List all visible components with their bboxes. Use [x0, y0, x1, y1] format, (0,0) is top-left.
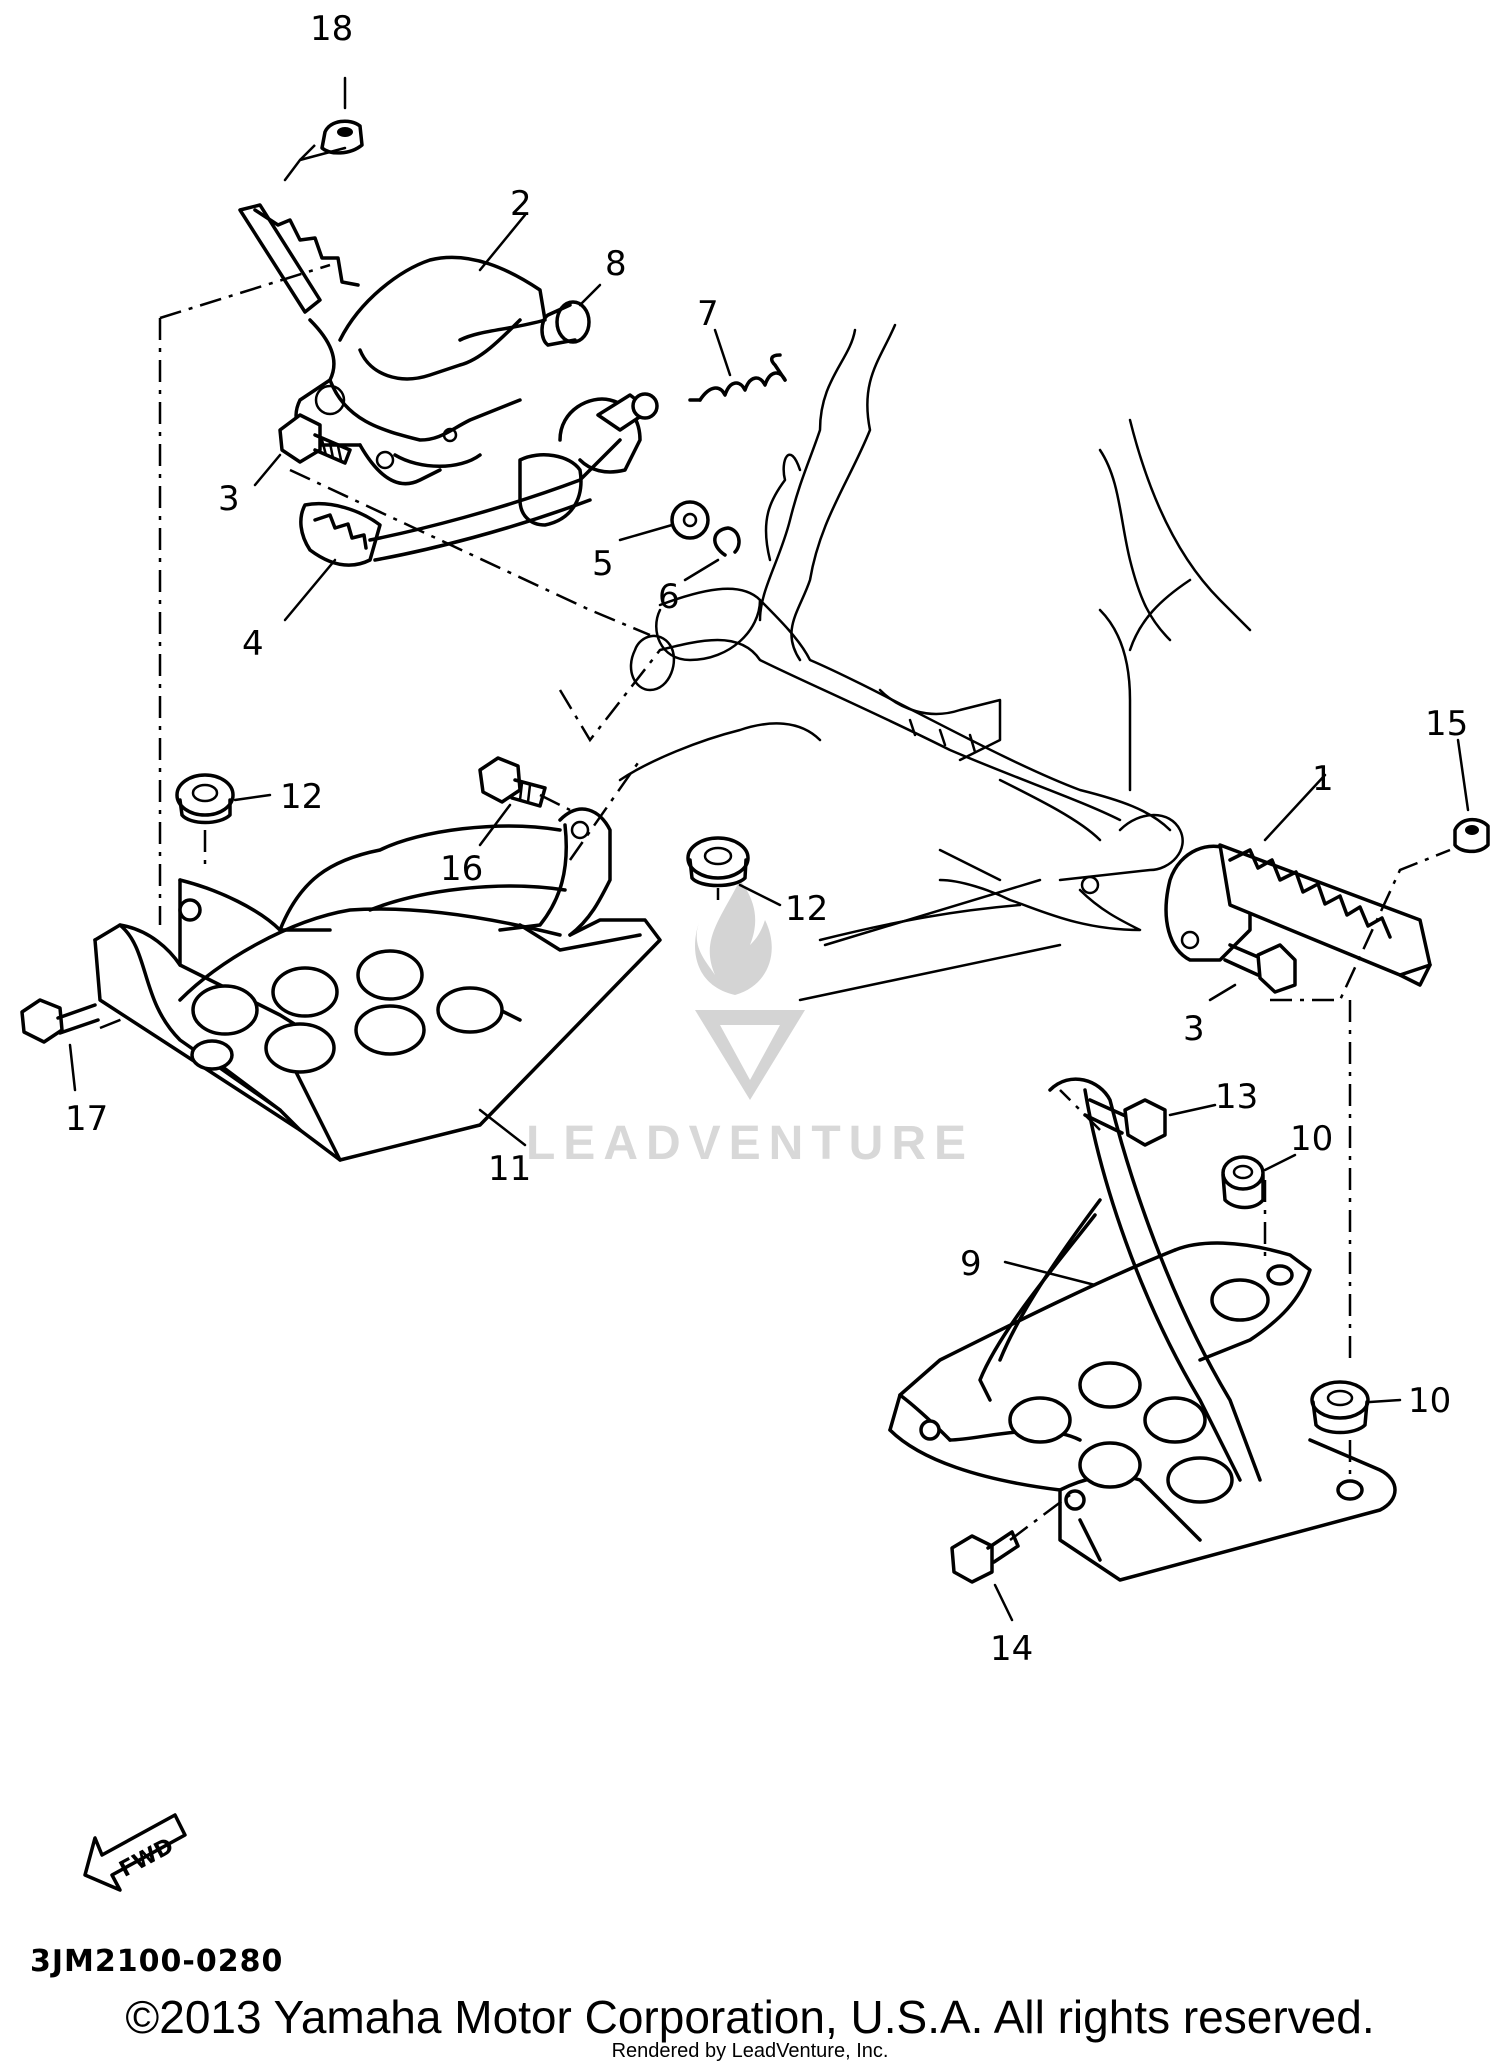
- watermark-text: LEADVENTURE: [525, 1117, 975, 1170]
- label-part-12-left: 12: [280, 777, 323, 817]
- frame-outline: [289, 323, 1252, 1002]
- copyright-notice: ©2013 Yamaha Motor Corporation, U.S.A. A…: [125, 1991, 1375, 2043]
- part-8-collar: [540, 300, 591, 347]
- label-part-7: 7: [697, 294, 719, 334]
- part-11-left-skid-plate: [93, 807, 662, 1162]
- label-part-12-center: 12: [785, 889, 828, 929]
- label-part-5: 5: [592, 544, 614, 584]
- part-4-brake-pedal: [299, 392, 659, 567]
- part-5-washer: [670, 500, 710, 540]
- label-part-14: 14: [990, 1629, 1033, 1669]
- label-part-10-upper: 10: [1290, 1119, 1333, 1159]
- label-part-1: 1: [1312, 759, 1334, 799]
- part-16-bolt: [478, 756, 547, 808]
- label-part-18: 18: [310, 9, 353, 49]
- watermark-logo: [695, 880, 805, 1100]
- leader-lines: [68, 76, 1470, 1622]
- part-14-bolt: [950, 1530, 1020, 1584]
- label-part-2: 2: [510, 184, 532, 224]
- fwd-arrow-icon: FWD: [83, 1813, 187, 1892]
- label-part-13: 13: [1215, 1077, 1258, 1117]
- label-part-17: 17: [65, 1099, 108, 1139]
- part-10-grommet-lower: [1310, 1380, 1370, 1435]
- part-12-grommet-left: [175, 773, 235, 825]
- part-3-bolt-left: [278, 413, 352, 465]
- label-part-9: 9: [960, 1244, 982, 1284]
- label-part-3-left: 3: [218, 479, 240, 519]
- label-part-10-lower: 10: [1408, 1381, 1451, 1421]
- alignment-lines: [99, 144, 1451, 1541]
- label-part-8: 8: [605, 244, 627, 284]
- part-9-right-skid-plate: [888, 1077, 1397, 1582]
- label-part-11: 11: [488, 1149, 531, 1189]
- label-part-4: 4: [242, 624, 264, 664]
- label-part-16: 16: [440, 849, 483, 889]
- part-7-spring: [688, 353, 787, 402]
- part-15-nut: [1453, 817, 1490, 854]
- part-1-footrest-right: [1080, 843, 1432, 987]
- drawing-code: 3JM2100-0280: [30, 1944, 284, 1979]
- part-12-grommet-center: [686, 836, 750, 888]
- part-13-bolt: [1083, 1098, 1167, 1147]
- rendered-by-note: Rendered by LeadVenture, Inc.: [611, 2040, 889, 2062]
- part-17-bolt: [20, 998, 100, 1044]
- part-6-clip: [713, 526, 741, 557]
- part-3-bolt-right: [1223, 943, 1297, 994]
- label-part-6: 6: [658, 577, 680, 617]
- label-part-3-right: 3: [1183, 1009, 1205, 1049]
- part-10-grommet-upper: [1221, 1155, 1265, 1210]
- label-part-15: 15: [1425, 704, 1468, 744]
